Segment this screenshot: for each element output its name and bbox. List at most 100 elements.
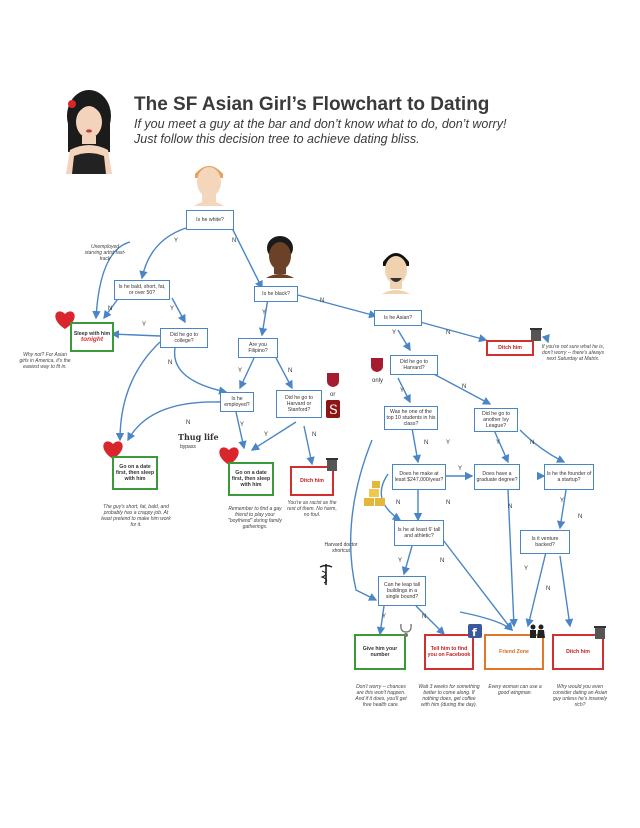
label-n: N	[168, 360, 173, 366]
label-n: N	[440, 558, 445, 564]
note-guys-short: The guy's short, fat, bald, and probably…	[101, 504, 171, 528]
trash-icon	[530, 326, 542, 347]
node-ivy: Did he go to another Ivy League?	[474, 408, 518, 432]
note-not-sure: If you're not sure what he is, don't wor…	[541, 344, 605, 362]
stethoscope-icon	[398, 622, 414, 643]
note-dont-worry: Don't worry -- chances are this won't ha…	[355, 684, 407, 708]
node-go-date-left: Go on a date first, then sleep with him	[112, 456, 158, 490]
label-n: N	[578, 514, 583, 520]
avatar	[60, 86, 118, 174]
label-y: Y	[264, 432, 269, 438]
node-harvard: Did he go to Harvard?	[390, 355, 438, 375]
label-y: Y	[398, 558, 403, 564]
label-y: Y	[238, 368, 243, 374]
node-is-black: Is he black?	[254, 286, 298, 302]
harvard-doctor-label: Harvard doctor shortcut	[324, 542, 358, 554]
harvard-shield-icon	[326, 372, 340, 393]
white-guy-icon	[192, 160, 226, 211]
node-college: Did he go to college?	[160, 328, 208, 348]
label-y: Y	[400, 388, 405, 394]
label-y: Y	[446, 440, 451, 446]
black-guy-icon	[264, 234, 296, 283]
label-y: Y	[560, 498, 565, 504]
label-n: N	[320, 298, 325, 304]
stanford-logo-icon: S	[326, 400, 340, 423]
node-filipino: Are you Filipino?	[238, 338, 278, 358]
label-n: N	[288, 368, 293, 374]
label-only: only	[372, 378, 384, 384]
node-sleep-tonight: Sleep with him tonight	[70, 322, 114, 352]
node-ditch-mid: Ditch him	[290, 466, 334, 496]
note-unemployed: Unemployed starving artist fast-track	[84, 244, 126, 262]
sleep-label: Sleep with him	[73, 331, 111, 337]
label-n: N	[108, 306, 113, 312]
label-n: N	[422, 614, 427, 620]
label-y: Y	[142, 322, 147, 328]
bypass-label: bypass	[180, 444, 196, 450]
note-racist: You're as racist as the rest of them. No…	[287, 500, 337, 518]
label-y: Y	[262, 310, 267, 316]
medical-caduceus-icon	[318, 562, 334, 591]
tonight-label: tonight	[80, 336, 104, 343]
label-n: N	[424, 440, 429, 446]
node-is-white: Is he white?	[186, 210, 234, 230]
subtitle-line-2: Just follow this decision tree to achiev…	[134, 132, 420, 146]
node-friend-zone: Friend Zone	[484, 634, 544, 670]
node-founder: Is he the founder of a startup?	[544, 464, 594, 490]
note-every-woman: Every woman can use a good wingman.	[488, 684, 542, 696]
node-employed: Is he employed?	[220, 392, 254, 412]
label-n: N	[530, 440, 535, 446]
label-y: Y	[382, 614, 387, 620]
label-or: or	[330, 392, 336, 398]
subtitle-line-1: If you meet a guy at the bar and don’t k…	[134, 117, 507, 131]
label-n: N	[396, 500, 401, 506]
trash-icon	[594, 624, 606, 645]
node-leap: Can he leap tall buildings in a single b…	[378, 576, 426, 606]
heart-icon	[102, 440, 124, 465]
heart-icon	[54, 310, 76, 335]
node-facebook: Tell him to find you on Facebook	[424, 634, 474, 670]
node-make-247k: Does he make at least $247,000/year?	[392, 464, 446, 490]
label-y: Y	[174, 238, 179, 244]
asian-guy-icon	[380, 246, 412, 299]
label-y: Y	[458, 466, 463, 472]
node-ditch-rich: Ditch him	[552, 634, 604, 670]
note-remember: Remember to find a gay friend to play yo…	[228, 506, 282, 530]
node-vc-backed: Is it venture backed?	[520, 530, 570, 554]
note-why-not: Why not? For Asian girls in America, it'…	[19, 352, 71, 370]
note-why-consider: Why would you even consider dating an As…	[552, 684, 608, 708]
facebook-icon: f	[468, 624, 482, 643]
page-subtitle: If you meet a guy at the bar and don’t k…	[134, 117, 506, 147]
harvard-shield-icon	[370, 357, 384, 378]
label-y: Y	[392, 330, 397, 336]
node-harvard-stanford: Did he go to Harvard or Stanford?	[276, 390, 322, 418]
label-n: N	[446, 500, 451, 506]
svg-text:f: f	[472, 626, 477, 638]
label-y: Y	[524, 566, 529, 572]
label-y: Y	[240, 422, 245, 428]
page-title: The SF Asian Girl’s Flowchart to Dating	[134, 94, 490, 115]
label-n: N	[546, 586, 551, 592]
label-y: Y	[170, 306, 175, 312]
gold-bars-icon	[362, 480, 388, 513]
label-n: N	[446, 330, 451, 336]
trash-icon	[326, 456, 338, 477]
label-n: N	[508, 504, 513, 510]
friends-icon	[528, 624, 546, 643]
label-n: N	[186, 420, 191, 426]
svg-text:S: S	[329, 403, 338, 418]
note-wait3: Wait 3 weeks for something better to com…	[418, 684, 480, 708]
label-n: N	[232, 238, 237, 244]
node-tall: Is he at least 6' tall and athletic?	[394, 520, 444, 546]
node-ditch-asian: Ditch him	[486, 340, 534, 356]
heart-icon	[218, 446, 240, 471]
label-y: Y	[496, 440, 501, 446]
label-n: N	[312, 432, 317, 438]
node-grad-degree: Does have a graduate degree?	[474, 464, 520, 490]
node-go-date-mid: Go on a date first, then sleep with him	[228, 462, 274, 496]
node-top10: Was he one of the top 10 students in his…	[384, 406, 438, 430]
node-is-asian: Is he Asian?	[374, 310, 422, 326]
node-give-number: Give him your number	[354, 634, 406, 670]
node-bald-short: Is he bald, short, fat, or over 50?	[114, 280, 170, 300]
